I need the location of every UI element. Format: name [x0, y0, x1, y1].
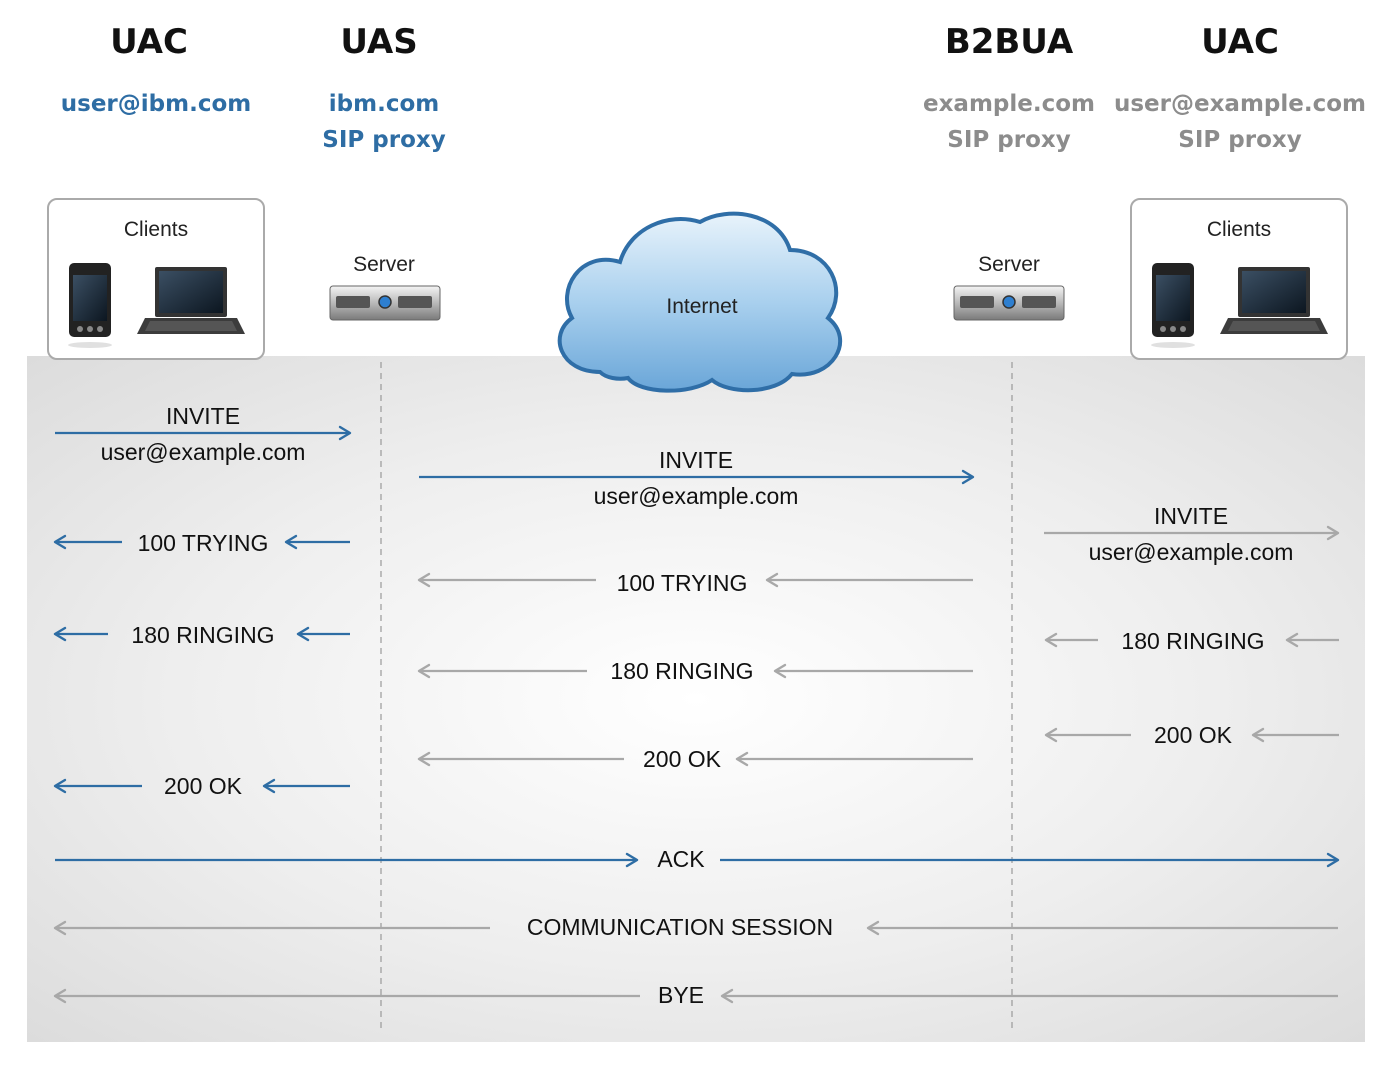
ringing-3-arrow: [1044, 632, 1339, 648]
bye-label: BYE: [657, 982, 705, 1008]
uac-left-address: user@ibm.com: [60, 91, 252, 117]
invite-1-label: INVITE user@example.com: [53, 398, 353, 470]
ack-arrow: [55, 852, 1340, 868]
uas-role: SIP proxy: [322, 127, 446, 153]
invite-2-uri: user@example.com: [593, 483, 799, 509]
ok-2-arrow: [417, 751, 973, 767]
ok-1-label: 200 OK: [164, 773, 242, 799]
ringing-2-arrow: [417, 663, 973, 679]
uac-left-title: UAC: [110, 22, 188, 62]
invite-2-label: INVITE user@example.com: [546, 442, 846, 514]
clients-label-left: Clients: [123, 218, 189, 241]
uas-title: UAS: [340, 22, 418, 62]
invite-2-method: INVITE: [658, 447, 734, 473]
uac-right-address: user@example.com: [1113, 91, 1366, 117]
trying-2-arrow: [417, 572, 973, 588]
ringing-2-label: 180 RINGING: [610, 658, 754, 684]
laptop-icon-left: [137, 267, 245, 334]
phone-icon-left: [68, 263, 112, 348]
ok-2-label: 200 OK: [643, 746, 721, 772]
b2bua-domain: example.com: [922, 91, 1095, 117]
trying-1-arrow: [53, 534, 350, 550]
bye-arrow: [53, 988, 1338, 1004]
ack-label: ACK: [657, 846, 705, 872]
invite-3-label: INVITE user@example.com: [1041, 498, 1341, 570]
uas-subtitle: ibm.com SIP proxy: [244, 86, 524, 158]
message-arrows: [53, 425, 1340, 1004]
b2bua-role: SIP proxy: [947, 127, 1071, 153]
invite-1-arrow: [55, 425, 352, 441]
ringing-1-arrow: [53, 626, 350, 642]
ok-3-label: 200 OK: [1154, 722, 1232, 748]
ok-3-arrow: [1044, 727, 1339, 743]
invite-2-arrow: [419, 469, 975, 485]
b2bua-subtitle: example.com SIP proxy: [869, 86, 1149, 158]
uac-right-role: SIP proxy: [1178, 127, 1302, 153]
uac-right-title: UAC: [1201, 22, 1279, 62]
trying-2-label: 100 TRYING: [616, 570, 748, 596]
server-label-left: Server: [353, 253, 415, 276]
server-icon-right: [953, 285, 1065, 321]
clients-label-right: Clients: [1206, 218, 1272, 241]
uas-domain: ibm.com: [328, 91, 440, 117]
ringing-3-label: 180 RINGING: [1121, 628, 1265, 654]
ok-1-arrow: [53, 778, 350, 794]
b2bua-title: B2BUA: [944, 22, 1074, 62]
invite-1-uri: user@example.com: [100, 439, 306, 465]
invite-1-method: INVITE: [165, 403, 241, 429]
invite-3-uri: user@example.com: [1088, 539, 1294, 565]
session-arrow: [53, 920, 1338, 936]
internet-label: Internet: [666, 295, 738, 318]
invite-3-arrow: [1044, 525, 1340, 541]
phone-icon-right: [1151, 263, 1195, 348]
uac-left-subtitle: user@ibm.com: [16, 86, 296, 122]
server-label-right: Server: [978, 253, 1040, 276]
server-icon-left: [329, 285, 441, 321]
invite-3-method: INVITE: [1153, 503, 1229, 529]
ringing-1-label: 180 RINGING: [131, 622, 275, 648]
laptop-icon-right: [1220, 267, 1328, 334]
internet-cloud-icon: [557, 211, 842, 393]
session-label: COMMUNICATION SESSION: [526, 914, 834, 940]
trying-1-label: 100 TRYING: [137, 530, 269, 556]
uac-right-subtitle: user@example.com SIP proxy: [1100, 86, 1380, 158]
